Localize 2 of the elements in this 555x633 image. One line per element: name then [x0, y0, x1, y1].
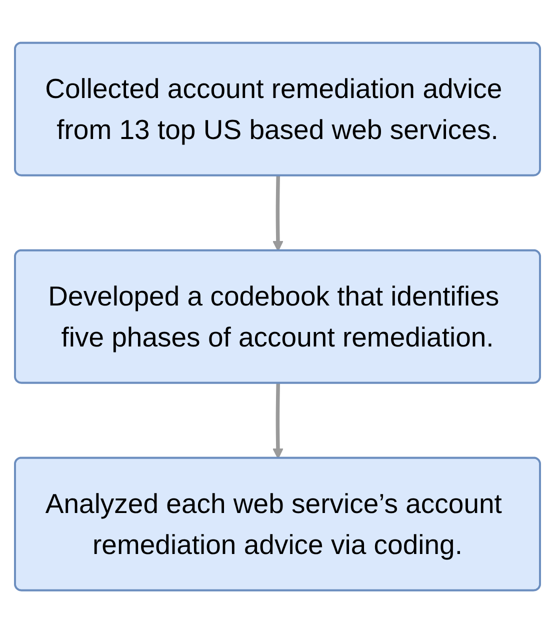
arrow [272, 176, 284, 252]
arrow [272, 383, 284, 459]
